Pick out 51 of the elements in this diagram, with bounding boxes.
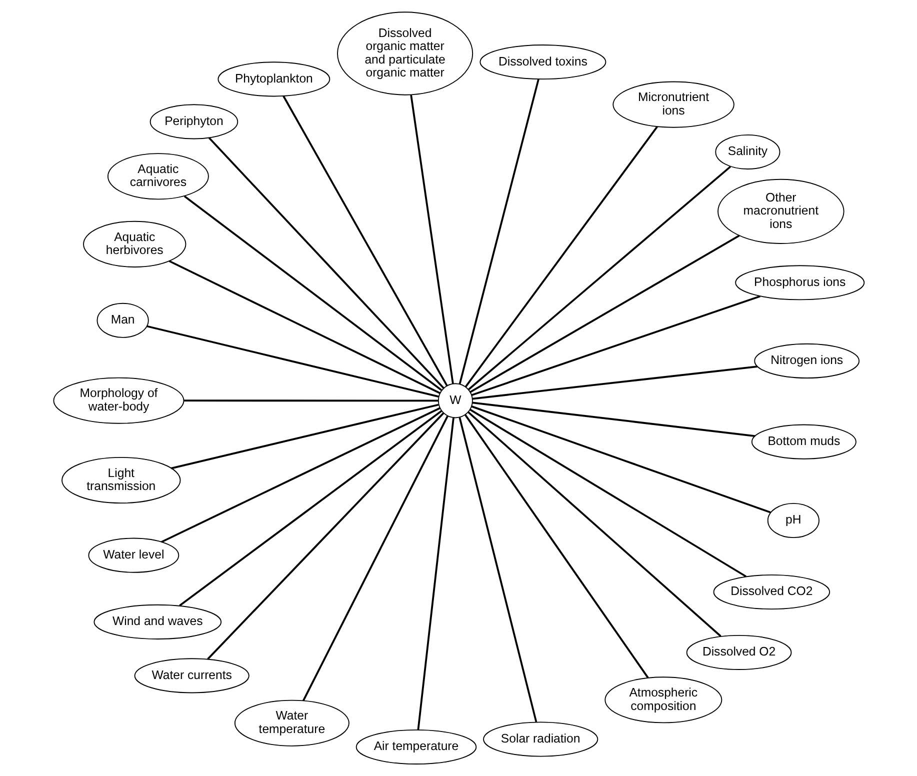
connector — [302, 416, 448, 702]
node-ellipse: Aquatic herbivores — [82, 220, 186, 268]
node-ellipse: Air temperature — [355, 729, 476, 764]
connector — [464, 414, 648, 678]
node-ellipse: Water temperature — [234, 700, 349, 746]
connector — [469, 408, 746, 578]
node-ellipse: Dissolved organic matter and particulate organic matter — [336, 12, 473, 96]
node-ellipse: Bottom muds — [750, 424, 856, 460]
node-ellipse: pH — [766, 502, 819, 538]
connector — [183, 400, 438, 402]
node-ellipse: Water currents — [134, 658, 249, 694]
connector — [458, 79, 539, 384]
node-ellipse: Nitrogen ions — [754, 343, 860, 378]
node-ellipse: Other macronutrient ions — [717, 178, 844, 244]
connector — [467, 411, 721, 637]
connector — [282, 96, 448, 386]
connector — [168, 260, 440, 394]
connector — [416, 418, 454, 730]
node-ellipse: Dissolved O2 — [686, 634, 792, 670]
node-circle: W — [437, 383, 472, 418]
node-ellipse: Aquatic carnivores — [106, 153, 208, 200]
connector — [458, 417, 537, 722]
connector — [410, 94, 454, 384]
node-ellipse: Dissolved CO2 — [712, 574, 830, 610]
connector — [208, 137, 444, 389]
connector — [170, 404, 438, 470]
connector — [206, 412, 444, 660]
node-ellipse: Phosphorus ions — [734, 265, 864, 300]
connector — [464, 126, 658, 388]
connector — [178, 410, 442, 606]
connector — [160, 407, 440, 543]
connector — [183, 195, 442, 391]
node-ellipse: Wind and waves — [93, 604, 222, 640]
node-ellipse: Morphology of water-body — [52, 377, 184, 424]
node-ellipse: Salinity — [714, 134, 780, 170]
connector — [470, 295, 760, 396]
connector — [472, 366, 757, 400]
node-ellipse: Dissolved toxins — [479, 44, 606, 80]
connector — [146, 325, 438, 398]
node-ellipse: Atmospheric composition — [604, 676, 722, 724]
connector — [469, 234, 740, 393]
node-ellipse: Man — [96, 302, 148, 338]
node-ellipse: Micronutrient ions — [612, 81, 734, 128]
connector — [472, 402, 754, 437]
node-ellipse: Light transmission — [61, 456, 180, 504]
node-ellipse: Water level — [88, 538, 179, 573]
node-ellipse: Solar radiation — [482, 722, 598, 757]
connector — [468, 166, 730, 390]
connector — [470, 406, 770, 514]
node-ellipse: Phytoplankton — [217, 62, 330, 97]
node-ellipse: Periphyton — [149, 104, 238, 140]
